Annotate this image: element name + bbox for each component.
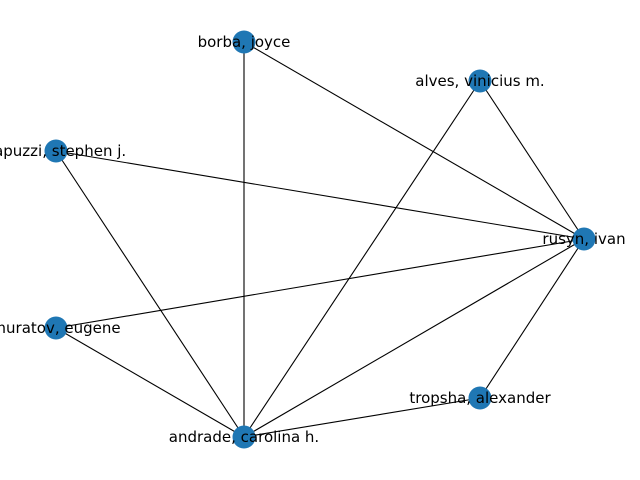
edge-muratov-andrade [55, 327, 245, 438]
node-alves [468, 69, 492, 93]
edge-tropsha-andrade [243, 397, 481, 438]
node-andrade [232, 425, 256, 449]
node-tropsha [468, 386, 492, 410]
edge-alves-rusyn [479, 80, 585, 240]
node-muratov [44, 316, 68, 340]
node-rusyn [572, 227, 596, 251]
node-capuzzi [44, 139, 68, 163]
edge-rusyn-andrade [243, 238, 585, 438]
node-label-rusyn: rusyn, ivan [542, 230, 625, 248]
graph-labels: borba, joyce alves, vinicius m. capuzzi, s… [0, 33, 626, 446]
node-label-alves: alves, vinicius m. [415, 72, 544, 90]
node-label-capuzzi: capuzzi, stephen j. [0, 142, 126, 160]
edge-capuzzi-andrade [55, 150, 245, 438]
edge-rusyn-tropsha [479, 238, 585, 399]
edge-capuzzi-rusyn [55, 150, 585, 240]
graph-edges [55, 41, 585, 438]
node-label-borba: borba, joyce [198, 33, 291, 51]
node-label-tropsha: tropsha, alexander [409, 389, 551, 407]
node-borba [232, 30, 256, 54]
edge-alves-andrade [243, 80, 481, 438]
edge-borba-rusyn [243, 41, 585, 240]
graph-nodes [44, 30, 596, 449]
node-label-andrade: andrade, carolina h. [169, 428, 319, 446]
edge-muratov-rusyn [55, 238, 585, 329]
node-label-muratov: muratov, eugene [0, 319, 121, 337]
